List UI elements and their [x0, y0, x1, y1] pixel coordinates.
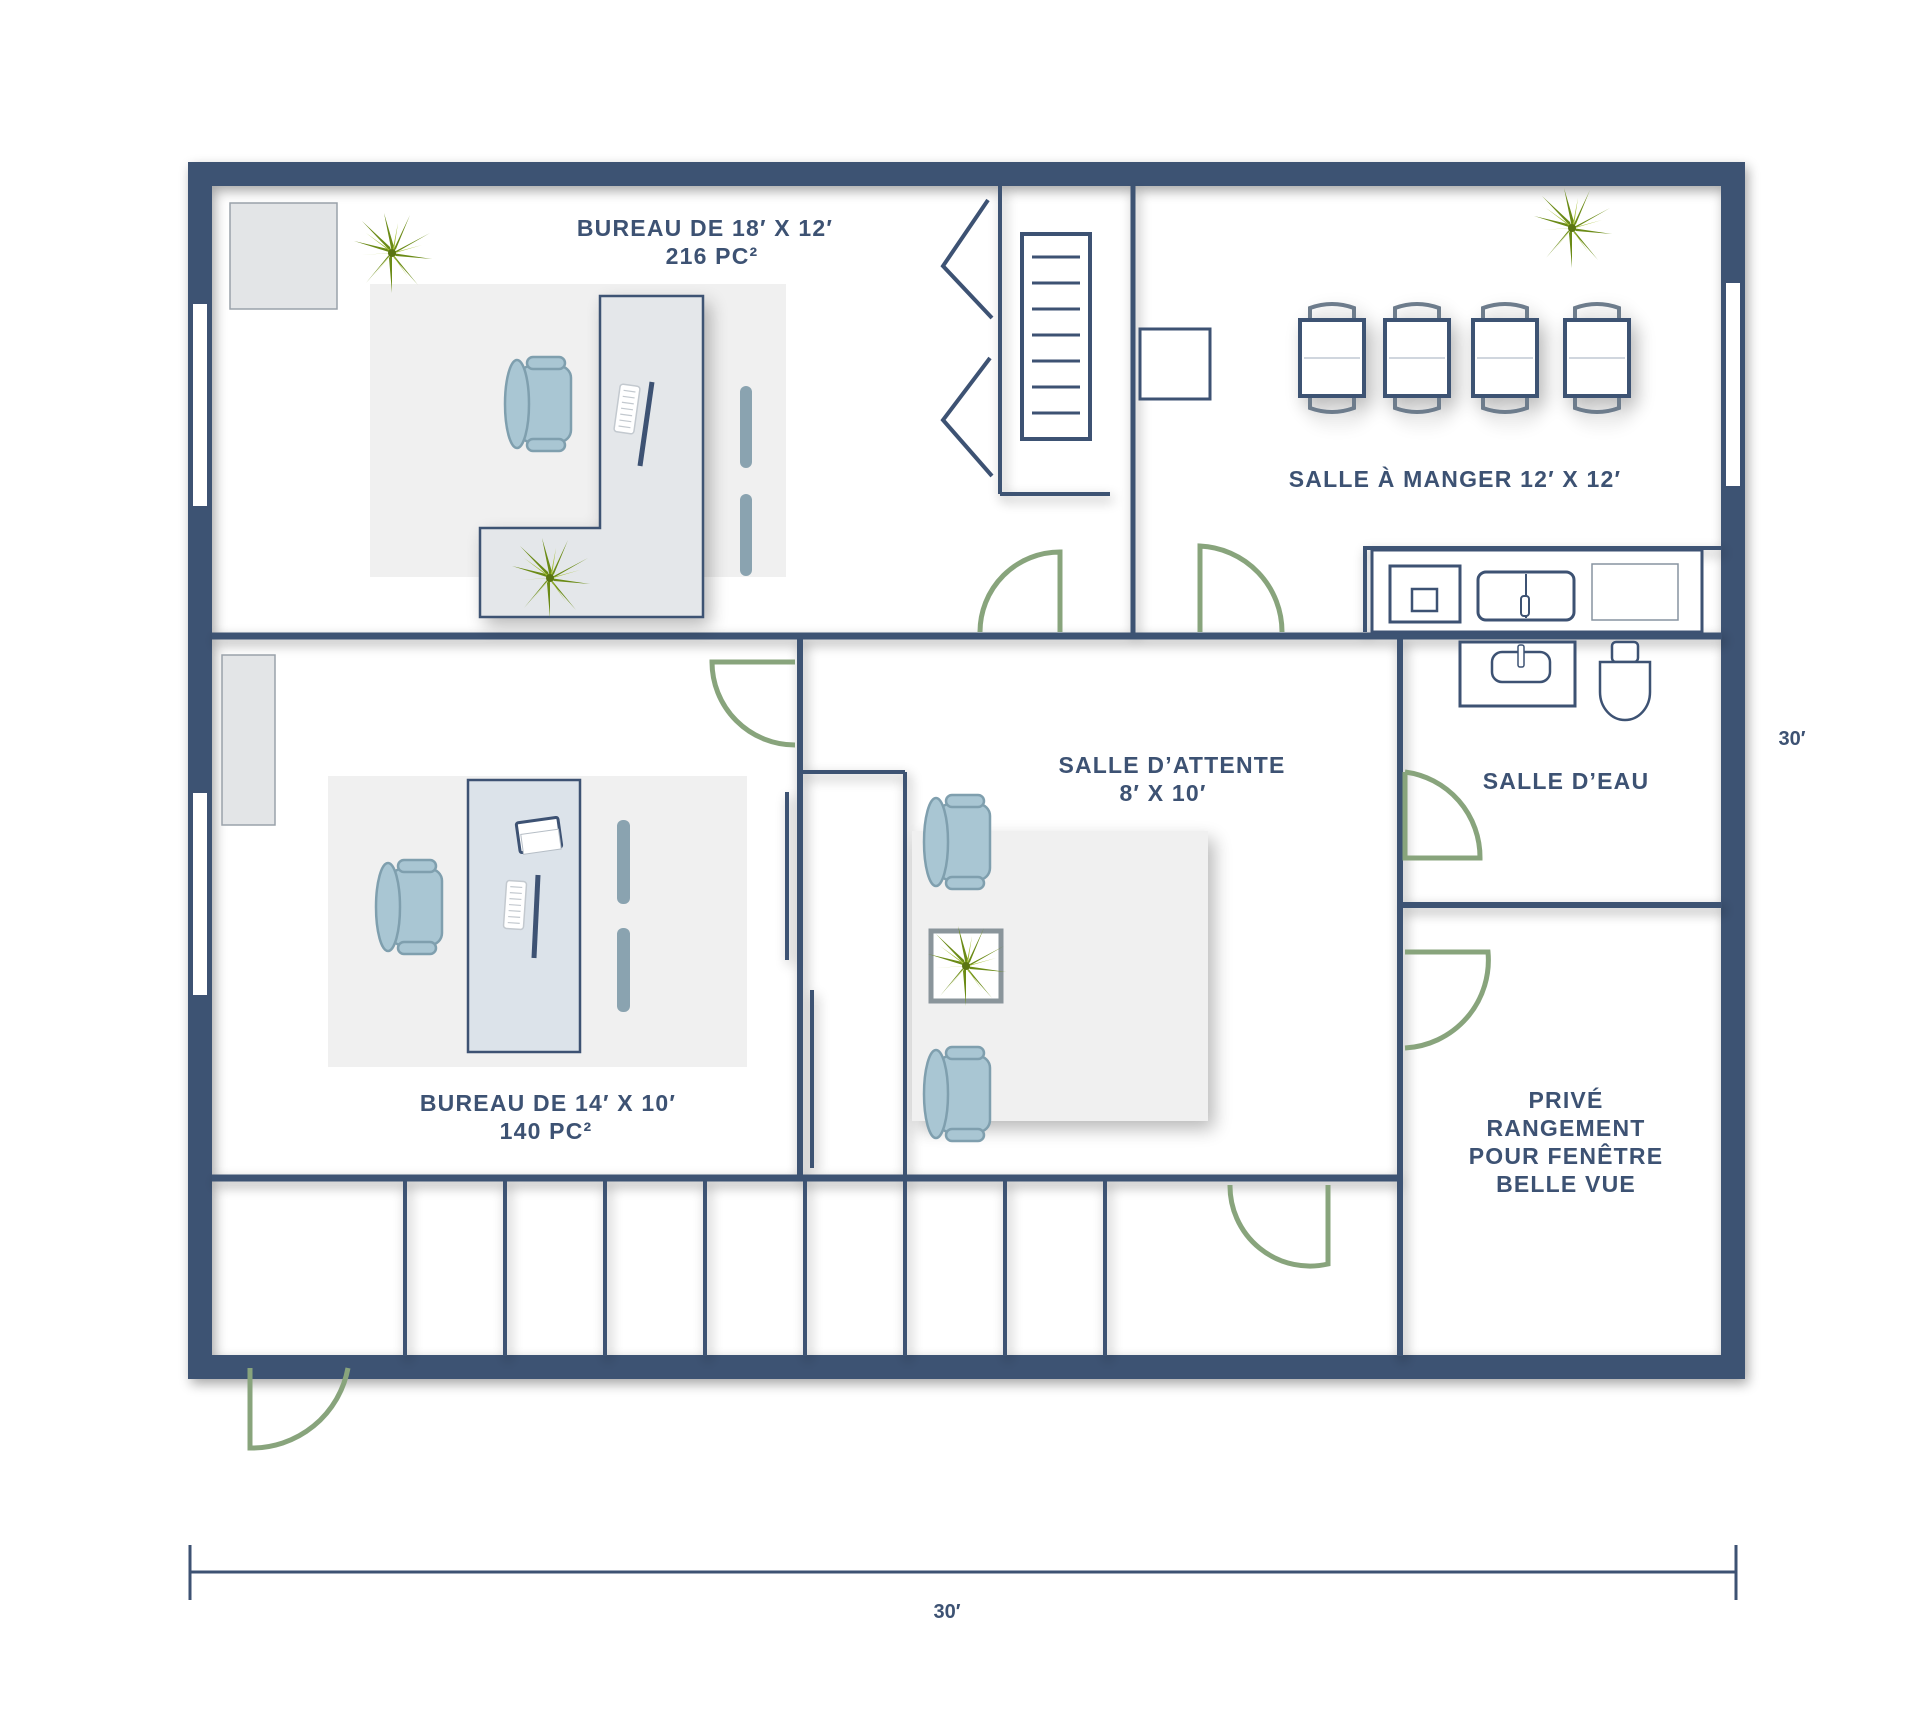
- label-large-office-name: BUREAU DE 18′ X 12′: [577, 215, 833, 241]
- doors: [247, 543, 1491, 1451]
- door-storage: [1404, 949, 1491, 1051]
- waiting-chair-2: [922, 1045, 992, 1143]
- label-large-office-area: 216 PC²: [666, 243, 759, 269]
- plant-large-office: [352, 213, 432, 293]
- monitor-large-office: [637, 381, 655, 467]
- filing-cabinet-small: [221, 654, 276, 826]
- dimension-width: 30′: [933, 1601, 960, 1623]
- door-dining: [1197, 543, 1285, 633]
- washroom-fixtures: [1458, 640, 1652, 722]
- monitor-small-office: [531, 874, 541, 959]
- side-table: [1138, 327, 1212, 401]
- shelf-large-office-1: [740, 386, 752, 468]
- shelf-small-office-1: [617, 820, 630, 904]
- laptop: [514, 815, 564, 855]
- exterior-wall: [188, 162, 1745, 1379]
- door-small-office: [709, 659, 796, 748]
- window-left-bottom: [191, 791, 209, 997]
- waiting-chair-1: [922, 793, 992, 891]
- shelf-small-office-2: [617, 928, 630, 1012]
- window-right: [1724, 281, 1742, 488]
- label-dining: SALLE À MANGER 12′ X 12′: [1289, 465, 1622, 492]
- keyboard-small-office: [502, 879, 528, 931]
- dining-chairs: [1298, 302, 1631, 414]
- dimension-line: [188, 1545, 1738, 1600]
- dimension-height: 30′: [1778, 728, 1805, 750]
- door-large-office: [977, 549, 1063, 633]
- plant-dining: [1532, 188, 1612, 268]
- desk-chair-small-office: [374, 858, 444, 956]
- stair-steps: [1032, 255, 1080, 415]
- filing-cabinet: [229, 202, 338, 310]
- label-waiting-name: SALLE D’ATTENTE: [1058, 752, 1285, 778]
- desk-l-shape: [478, 294, 705, 619]
- door-waiting-bottom: [1227, 1184, 1331, 1269]
- label-storage-3: POUR FENÊTRE: [1469, 1142, 1664, 1169]
- label-waiting-size: 8′ X 10′: [1119, 780, 1206, 806]
- label-storage-1: PRIVÉ: [1528, 1086, 1603, 1113]
- label-washroom: SALLE D’EAU: [1483, 768, 1650, 794]
- folding-door-2: [940, 356, 994, 478]
- door-washroom: [1402, 769, 1483, 861]
- folding-door-1: [940, 198, 994, 320]
- label-storage-2: RANGEMENT: [1486, 1115, 1645, 1141]
- kitchen-counter: [1370, 548, 1704, 634]
- shelf-large-office-2: [740, 494, 752, 576]
- label-small-office-name: BUREAU DE 14′ X 10′: [420, 1090, 676, 1116]
- label-small-office-area: 140 PC²: [500, 1118, 593, 1144]
- window-left-top: [191, 302, 209, 508]
- interior-walls: [212, 186, 1722, 1356]
- door-entrance: [247, 1367, 351, 1451]
- label-storage-4: BELLE VUE: [1496, 1171, 1636, 1197]
- desk-chair-large-office: [503, 355, 573, 453]
